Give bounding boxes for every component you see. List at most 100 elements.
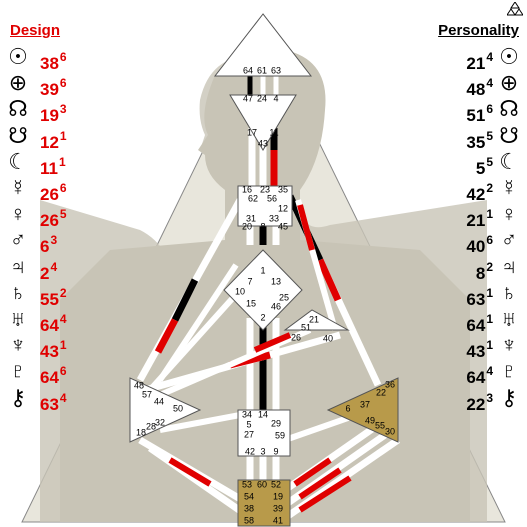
personality-gate-line: 431 bbox=[466, 334, 493, 363]
gate-32: 32 bbox=[155, 417, 165, 427]
gate-48: 48 bbox=[134, 380, 144, 390]
gate-1: 1 bbox=[260, 265, 265, 275]
centers bbox=[129, 13, 399, 527]
personality-gate-line: 223 bbox=[466, 387, 493, 416]
gate-3: 3 bbox=[260, 446, 265, 456]
gate-11: 11 bbox=[269, 127, 278, 137]
gate-number: 51 bbox=[466, 106, 486, 126]
gate-number: 63 bbox=[466, 289, 486, 309]
saturn-icon: ♄ bbox=[9, 279, 27, 305]
line-number: 1 bbox=[486, 285, 493, 300]
personality-gate-line: 355 bbox=[466, 125, 493, 154]
gate-number: 8 bbox=[475, 263, 486, 283]
line-number: 1 bbox=[486, 338, 493, 353]
gate-26: 26 bbox=[291, 332, 301, 342]
personality-title: Personality bbox=[438, 22, 519, 39]
south-node-icon: ☋ bbox=[499, 122, 519, 148]
heart-center bbox=[283, 309, 350, 331]
line-number: 4 bbox=[486, 364, 493, 379]
line-number: 3 bbox=[59, 102, 67, 117]
earth-icon: ⊕ bbox=[499, 70, 519, 96]
moon-icon: ☾ bbox=[8, 148, 28, 174]
line-number: 1 bbox=[58, 154, 66, 169]
moon-icon: ☾ bbox=[499, 148, 519, 174]
gate-51: 51 bbox=[301, 322, 311, 332]
design-gate-line: 646 bbox=[40, 360, 67, 389]
line-number: 6 bbox=[59, 181, 67, 195]
gate-16: 16 bbox=[242, 184, 252, 194]
gate-61: 61 bbox=[257, 65, 267, 75]
gate-12: 12 bbox=[278, 203, 288, 213]
line-number: 1 bbox=[59, 128, 67, 143]
gate-20: 20 bbox=[242, 221, 252, 231]
mercury-icon: ☿ bbox=[500, 175, 518, 200]
gate-number: 42 bbox=[466, 185, 486, 204]
gate-52: 52 bbox=[271, 479, 281, 489]
gate-number: 22 bbox=[466, 394, 486, 414]
design-gate-line: 552 bbox=[40, 282, 67, 311]
gate-number: 6 bbox=[40, 237, 50, 257]
line-number: 6 bbox=[59, 76, 67, 91]
personality-gate-line: 644 bbox=[466, 360, 493, 389]
uranus-icon: ♅ bbox=[9, 306, 27, 331]
gate-36: 36 bbox=[385, 379, 395, 389]
gate-39: 39 bbox=[273, 503, 283, 513]
design-gate-line: 644 bbox=[40, 308, 67, 337]
gate-9: 9 bbox=[273, 446, 278, 456]
gate-number: 38 bbox=[40, 54, 59, 73]
personality-row-saturn: ♄631 bbox=[407, 280, 527, 309]
design-gate-line: 111 bbox=[40, 151, 66, 180]
gate-63: 63 bbox=[271, 65, 281, 75]
gate-number: 19 bbox=[40, 106, 59, 126]
design-gate-line: 431 bbox=[40, 334, 67, 363]
jupiter-icon: ♃ bbox=[9, 253, 27, 279]
gate-38: 38 bbox=[244, 503, 254, 513]
design-row-sun: ☉386 bbox=[0, 44, 120, 73]
design-row-mars: ♂ 63 bbox=[0, 227, 120, 257]
personality-column: Personality ☉214⊕484☊516☋355☾55☿422♀211♂… bbox=[407, 0, 527, 527]
gate-44: 44 bbox=[154, 396, 164, 406]
g-center bbox=[223, 249, 303, 331]
gate-59: 59 bbox=[275, 430, 285, 440]
gate-number: 63 bbox=[40, 394, 59, 414]
earth-icon: ⊕ bbox=[8, 70, 28, 96]
gate-5: 5 bbox=[246, 419, 251, 429]
pluto-icon: ♇ bbox=[500, 358, 518, 384]
gate-number: 5 bbox=[475, 158, 486, 178]
line-number: 1 bbox=[486, 207, 493, 222]
gate-number: 64 bbox=[40, 316, 59, 335]
gate-18: 18 bbox=[136, 427, 146, 437]
venus-icon: ♀ bbox=[9, 201, 27, 227]
gate-number: 43 bbox=[40, 342, 59, 362]
personality-row-earth: ⊕484 bbox=[407, 70, 527, 99]
line-number: 1 bbox=[59, 338, 67, 353]
venus-icon: ♀ bbox=[500, 201, 518, 227]
pluto-icon: ♇ bbox=[9, 358, 27, 384]
gate-number: 64 bbox=[466, 368, 486, 388]
line-number: 3 bbox=[50, 233, 58, 248]
design-row-moon: ☾ 111 bbox=[0, 148, 120, 178]
line-number: 1 bbox=[486, 312, 493, 326]
gate-7: 7 bbox=[247, 276, 252, 286]
personality-row-neptune: ♆ 431 bbox=[407, 332, 527, 361]
throat-center bbox=[237, 185, 293, 227]
line-number: 4 bbox=[486, 50, 493, 64]
neptune-icon: ♆ bbox=[500, 332, 518, 358]
gate-33: 33 bbox=[269, 213, 279, 223]
gate-40: 40 bbox=[323, 333, 333, 343]
design-gate-line: 193 bbox=[40, 98, 67, 127]
gate-number: 35 bbox=[466, 132, 486, 152]
spleen-center bbox=[129, 377, 202, 443]
line-number: 5 bbox=[59, 207, 67, 222]
design-row-venus: ♀265 bbox=[0, 201, 120, 230]
gate-number: 64 bbox=[40, 368, 59, 388]
gate-number: 21 bbox=[466, 211, 486, 231]
mars-icon: ♂ bbox=[9, 227, 27, 253]
personality-gate-line: 484 bbox=[466, 72, 493, 101]
chiron-icon: ⚷ bbox=[9, 384, 27, 410]
personality-gate-line: 406 bbox=[466, 229, 493, 258]
gate-46: 46 bbox=[271, 301, 281, 311]
line-number: 6 bbox=[59, 50, 67, 64]
gate-45: 45 bbox=[278, 221, 288, 231]
personality-row-venus: ♀ 211 bbox=[407, 201, 527, 231]
